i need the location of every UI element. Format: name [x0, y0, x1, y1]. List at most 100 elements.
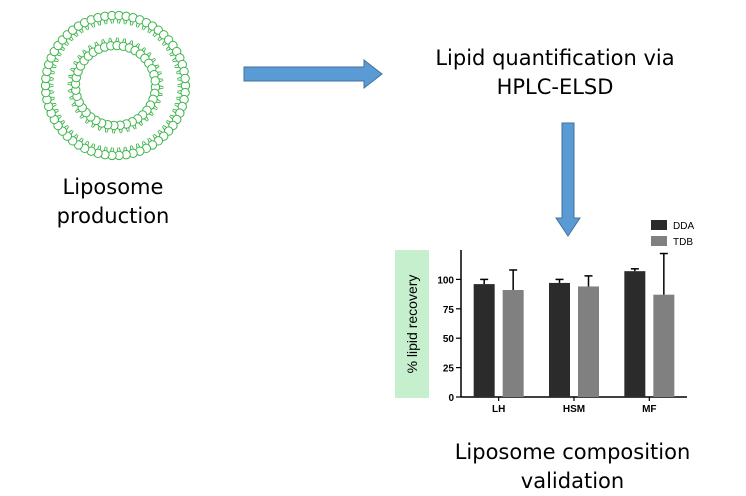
- lipid-tail: [72, 104, 77, 107]
- lipid-tail: [84, 26, 88, 31]
- bar-tdb: [502, 289, 524, 397]
- lipid-tail: [138, 122, 142, 127]
- caption-line: Liposome composition: [454, 440, 691, 464]
- y-tick-label: 25: [443, 364, 455, 375]
- lipid-head: [150, 76, 160, 86]
- lipid-tail: [169, 51, 173, 56]
- caption-line: Lipid quantification via: [435, 46, 675, 70]
- lipid-tail: [118, 19, 121, 24]
- lipid-tail: [161, 41, 165, 45]
- lipid-tail: [143, 48, 147, 52]
- lipid-tail: [87, 25, 90, 30]
- bar-dda: [624, 271, 646, 397]
- lipid-tail: [116, 19, 119, 24]
- lipid-tail: [82, 50, 85, 55]
- lipid-tail: [92, 124, 96, 128]
- lipid-tail: [140, 121, 144, 126]
- lipid-tail: [122, 38, 125, 43]
- y-tick-label: 50: [443, 334, 455, 345]
- y-tick-label: 0: [448, 393, 454, 404]
- caption-line: production: [56, 204, 170, 228]
- lipid-tail: [57, 54, 62, 57]
- caption-line: Liposome: [62, 175, 164, 199]
- lipid-tail: [79, 30, 83, 34]
- y-axis-label: % lipid recovery: [404, 274, 420, 374]
- bar-dda: [473, 284, 495, 397]
- lipid-tail: [172, 60, 177, 63]
- lipid-tail: [162, 43, 167, 47]
- lipid-tail: [111, 129, 114, 134]
- lipid-tail: [138, 43, 140, 48]
- arrow-right-icon: [243, 58, 383, 90]
- lipid-tail: [172, 108, 177, 111]
- lipid-tail: [68, 95, 73, 99]
- y-tick-label: 100: [437, 275, 454, 286]
- lipid-tail: [115, 37, 118, 42]
- lipid-tail: [52, 63, 57, 67]
- lipid-tail: [84, 140, 88, 145]
- lipid-tail: [151, 57, 156, 61]
- caption-line: HPLC-ELSD: [496, 75, 614, 99]
- lipid-tail: [158, 72, 163, 76]
- lipid-tail: [87, 141, 90, 146]
- lipid-tail: [99, 127, 102, 131]
- lipid-tail: [102, 38, 106, 43]
- lipid-tail: [90, 24, 94, 28]
- lipid-tail: [154, 105, 158, 109]
- lipid-tail: [141, 141, 144, 146]
- lipid-tail: [153, 108, 158, 110]
- lipid-tail: [147, 28, 150, 33]
- lipid-tail: [174, 104, 179, 108]
- lipid-tail: [85, 120, 90, 124]
- x-tick-label: HSM: [563, 404, 585, 415]
- y-axis-label-box: % lipid recovery: [395, 250, 429, 398]
- lipid-tail: [177, 85, 182, 88]
- lipid-tail: [146, 116, 149, 121]
- lipid-tail: [169, 54, 174, 57]
- lipid-tail: [125, 20, 128, 25]
- lipid-tail: [50, 76, 55, 80]
- legend-label-tdb: TDB: [673, 237, 693, 248]
- lipid-tail: [153, 133, 158, 137]
- lipid-tail: [143, 140, 147, 145]
- lipid-tail: [70, 36, 74, 41]
- lipid-tail: [76, 32, 79, 37]
- legend-swatch-dda: [651, 220, 667, 230]
- lipid-tail: [141, 25, 144, 30]
- lipid-tail: [112, 19, 115, 24]
- lipid-tail: [64, 124, 69, 128]
- lipid-tail: [49, 90, 54, 92]
- lipid-tail: [131, 145, 134, 150]
- lipid-tail: [73, 62, 77, 66]
- lipid-tail: [143, 26, 147, 31]
- lipid-tail: [75, 110, 80, 114]
- lipid-tail: [103, 20, 106, 25]
- lipid-tail: [90, 143, 94, 147]
- lipid-tail: [84, 119, 88, 123]
- liposome-bilayer-icon: [40, 10, 191, 161]
- lipid-tail: [166, 48, 171, 52]
- lipid-tail: [68, 38, 73, 42]
- lipid-tail: [169, 115, 173, 120]
- lipid-tail: [49, 79, 54, 81]
- lipid-tail: [116, 147, 119, 152]
- lipid-tail: [87, 45, 91, 50]
- lipid-tail: [156, 65, 160, 69]
- lipid-tail: [80, 116, 85, 119]
- lipid-tail: [73, 133, 78, 137]
- lipid-tail: [134, 124, 137, 129]
- bar-dda: [549, 282, 570, 397]
- lipid-tail: [74, 108, 79, 112]
- legend-swatch-tdb: [651, 236, 667, 246]
- lipid-tail: [125, 128, 129, 133]
- lipid-tail: [110, 147, 113, 152]
- lipid-tail: [91, 123, 93, 128]
- lipid-tail: [55, 110, 60, 114]
- lipid-tail: [152, 59, 157, 63]
- composition-validation-caption: Liposome composition validation: [430, 438, 715, 496]
- lipid-tail: [159, 80, 164, 83]
- lipid-tail: [58, 115, 62, 120]
- lipid-tail: [148, 53, 152, 57]
- lipid-tail: [54, 108, 59, 111]
